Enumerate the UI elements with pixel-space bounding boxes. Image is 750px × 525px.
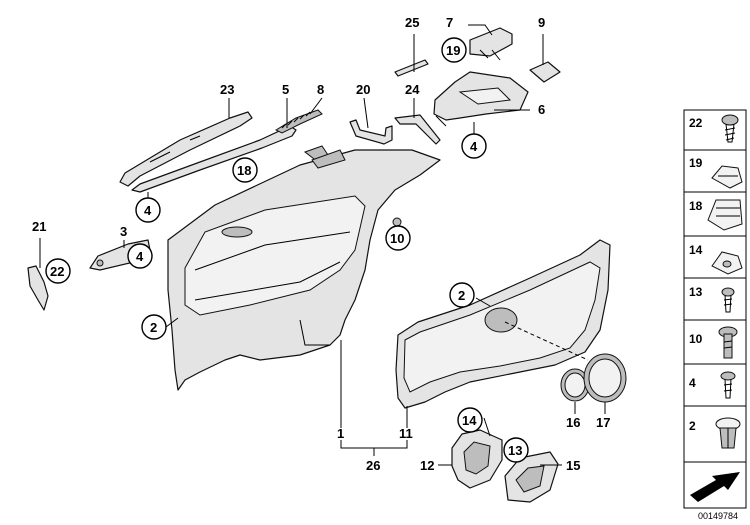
rivet-2-icon bbox=[715, 417, 741, 449]
callout-17: 17 bbox=[596, 415, 610, 430]
cover-part-7 bbox=[469, 27, 513, 61]
bracket-part-20 bbox=[349, 119, 393, 145]
callout-4-a: 4 bbox=[470, 139, 478, 154]
cap-part-9 bbox=[529, 61, 561, 83]
trim-strip-part-5 bbox=[131, 125, 297, 193]
callout-labels: 25 7 9 19 23 5 8 20 24 6 4 18 4 10 21 22… bbox=[32, 15, 610, 473]
screw-22-icon bbox=[721, 114, 739, 143]
tray-part-6 bbox=[433, 71, 529, 127]
callout-4-b: 4 bbox=[144, 203, 152, 218]
callout-20: 20 bbox=[356, 82, 370, 97]
callout-14: 14 bbox=[462, 413, 477, 428]
callout-18: 18 bbox=[237, 163, 251, 178]
sidebar-label-18: 18 bbox=[689, 199, 703, 213]
nut-14-icon bbox=[711, 251, 743, 275]
callout-2-a: 2 bbox=[150, 320, 157, 335]
seal-part-8 bbox=[274, 109, 323, 134]
callout-3: 3 bbox=[120, 224, 127, 239]
sidebar-label-19: 19 bbox=[689, 156, 703, 170]
sidebar-label-13: 13 bbox=[689, 285, 703, 299]
callout-19: 19 bbox=[446, 43, 460, 58]
callout-7: 7 bbox=[446, 15, 453, 30]
callout-22: 22 bbox=[50, 264, 64, 279]
callout-16: 16 bbox=[566, 415, 580, 430]
callout-25: 25 bbox=[405, 15, 419, 30]
sidebar-label-4: 4 bbox=[689, 376, 696, 390]
trim-strip-part-23 bbox=[119, 111, 253, 187]
callout-12: 12 bbox=[420, 458, 434, 473]
sidebar-label-2: 2 bbox=[689, 419, 696, 433]
handle-part-12 bbox=[451, 429, 503, 489]
callout-13: 13 bbox=[508, 443, 522, 458]
speaker-grille-part-16 bbox=[560, 368, 590, 402]
reference-number: 00149784 bbox=[697, 511, 738, 521]
callout-15: 15 bbox=[566, 458, 580, 473]
callout-8: 8 bbox=[317, 82, 324, 97]
fastener-sidebar: 22 19 18 14 13 10 4 2 bbox=[683, 109, 747, 509]
callout-23: 23 bbox=[220, 82, 234, 97]
screw-4-icon bbox=[720, 371, 736, 399]
leader-lines bbox=[39, 24, 606, 466]
callout-6: 6 bbox=[538, 102, 545, 117]
bracket-part-24 bbox=[394, 114, 441, 145]
callout-11: 11 bbox=[399, 426, 413, 441]
callout-1: 1 bbox=[337, 426, 344, 441]
callout-9: 9 bbox=[538, 15, 545, 30]
clip-19-icon bbox=[711, 165, 743, 189]
callout-21: 21 bbox=[32, 219, 46, 234]
speaker-grille-part-17 bbox=[583, 353, 627, 403]
direction-arrow-icon bbox=[690, 472, 740, 502]
sidebar-label-14: 14 bbox=[689, 243, 703, 257]
clip-18-icon bbox=[707, 199, 743, 231]
callout-24: 24 bbox=[405, 82, 420, 97]
screw-13-icon bbox=[721, 287, 735, 313]
rear-panel-part-11 bbox=[395, 239, 611, 409]
side-panel-part-1 bbox=[167, 145, 441, 391]
callout-26: 26 bbox=[366, 458, 380, 473]
bolt-10-icon bbox=[718, 326, 738, 359]
sidebar-label-10: 10 bbox=[689, 332, 703, 346]
callout-2-b: 2 bbox=[458, 288, 465, 303]
callout-5: 5 bbox=[282, 82, 289, 97]
sidebar-label-22: 22 bbox=[689, 116, 703, 130]
callout-4-c: 4 bbox=[136, 249, 144, 264]
bracket-part-21 bbox=[27, 265, 49, 311]
pin-part-25 bbox=[394, 59, 429, 77]
callout-10: 10 bbox=[390, 231, 404, 246]
